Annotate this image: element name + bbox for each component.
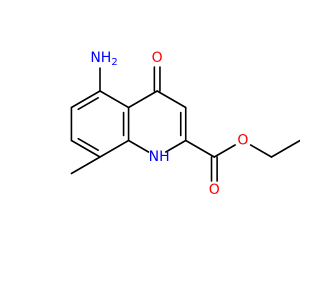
bond-c2-carboxyl <box>184 139 216 158</box>
bond-c7-c8 <box>70 139 101 158</box>
bond-c4a-c4 <box>127 90 158 109</box>
amino-label-subscript: 2 <box>111 57 117 68</box>
bond-c4-c3 <box>156 90 187 109</box>
ring-nh-label: NH <box>149 149 170 165</box>
ester-oxygen-label: O <box>237 133 248 149</box>
bond-c5-c6-inner <box>77 97 99 111</box>
carbonyl-oxygen-label: O <box>209 182 220 198</box>
bond-o-ethyl <box>249 144 273 158</box>
bond-c7-c8-inner <box>77 137 99 151</box>
bond-ester-o <box>213 144 236 158</box>
bond-c4a-c5 <box>99 90 130 109</box>
bonds <box>70 66 300 182</box>
bond-c8-c8a <box>99 139 130 158</box>
bond-ethyl <box>270 139 300 158</box>
bond-c8-methyl <box>70 156 101 175</box>
bond-c2-n1 <box>165 139 187 153</box>
bond-n1-c8a <box>127 139 150 153</box>
bond-c5-c6 <box>70 90 101 109</box>
amino-label: NH2 <box>90 50 117 68</box>
ketone-oxygen-label: O <box>152 50 163 66</box>
